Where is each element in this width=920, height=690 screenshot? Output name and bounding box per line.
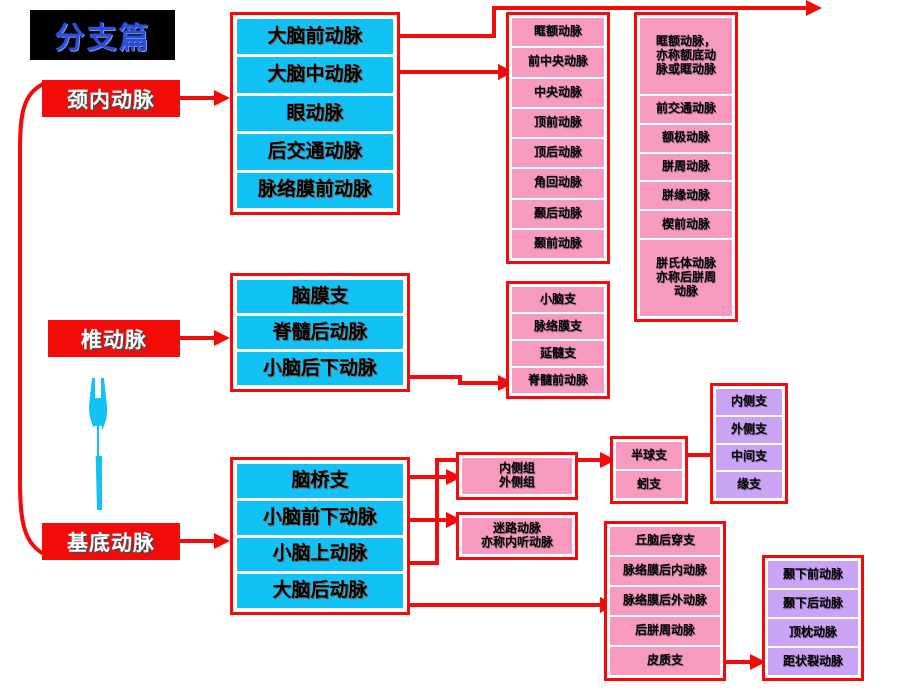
- branch-box[interactable]: 顶枕动脉: [768, 619, 858, 646]
- branch-box[interactable]: 内侧组 外侧组: [462, 458, 572, 494]
- branch-box[interactable]: 眼动脉: [237, 95, 393, 132]
- branch-box[interactable]: 脊髓后动脉: [237, 316, 403, 349]
- branch-box[interactable]: 小脑支: [512, 287, 604, 312]
- branch-box[interactable]: 大脑前动脉: [237, 19, 393, 55]
- group-middle-cerebral-artery-branches: 眶额动脉 前中央动脉 中央动脉 顶前动脉 顶后动脉 角回动脉 颞后动脉 颞前动脉: [506, 12, 610, 264]
- branch-box[interactable]: 脑桥支: [237, 464, 403, 498]
- branch-box[interactable]: 楔前动脉: [640, 211, 732, 239]
- branch-box[interactable]: 胼缘动脉: [640, 182, 732, 210]
- branch-box[interactable]: 内侧支: [716, 389, 782, 415]
- branch-box[interactable]: 丘脑后穿支: [610, 527, 720, 555]
- branch-box[interactable]: 半球支: [616, 442, 682, 469]
- arrowhead-ba: [214, 533, 230, 549]
- branch-box[interactable]: 外侧支: [716, 416, 782, 443]
- arrowhead-ica: [214, 90, 230, 106]
- branch-box[interactable]: 前中央动脉: [512, 48, 604, 77]
- branch-box[interactable]: 脊髓前动脉: [512, 368, 604, 393]
- branch-box[interactable]: 顶后动脉: [512, 139, 604, 168]
- branch-box[interactable]: 额极动脉: [640, 124, 732, 152]
- group-anterior-cerebral-artery-branches: 眶额动脉， 亦称额底动 脉或眶动脉 前交通动脉 额极动脉 胼周动脉 胼缘动脉 楔…: [634, 12, 738, 322]
- trunk-label: 颈内动脉: [67, 87, 155, 112]
- branch-box[interactable]: 距状裂动脉: [768, 648, 858, 675]
- group-pontine-branches: 内侧组 外侧组: [456, 452, 578, 500]
- branch-box[interactable]: 颞前动脉: [512, 229, 604, 258]
- branch-box[interactable]: 颞下后动脉: [768, 590, 858, 617]
- branch-box[interactable]: 胼氏体动脉 亦称后胼周 动脉: [640, 240, 732, 316]
- branch-box[interactable]: 眶额动脉， 亦称额底动 脉或眶动脉: [640, 18, 732, 94]
- trunk-basilar-artery[interactable]: 基底动脉: [42, 523, 180, 560]
- arrowhead-aca: [806, 0, 822, 16]
- branch-box[interactable]: 脑膜支: [237, 280, 403, 313]
- branch-box[interactable]: 蚓支: [616, 471, 682, 498]
- page-title: 分支篇: [54, 21, 151, 56]
- branch-box[interactable]: 迷路动脉 亦称内听动脉: [462, 518, 572, 554]
- left-brace: [18, 80, 48, 558]
- branch-box[interactable]: 皮质支: [610, 647, 720, 675]
- decorative-needle-icon: [89, 378, 108, 510]
- branch-box[interactable]: 后交通动脉: [237, 134, 393, 170]
- group-posterior-cerebral-artery-branches: 丘脑后穿支 脉络膜后内动脉 脉络膜后外动脉 后胼周动脉 皮质支: [604, 521, 726, 681]
- group-basilar-artery-branches: 脑桥支 小脑前下动脉 小脑上动脉 大脑后动脉: [230, 457, 410, 615]
- branch-box[interactable]: 胼周动脉: [640, 153, 732, 181]
- branch-box[interactable]: 脉络膜支: [512, 314, 604, 339]
- branch-box[interactable]: 脉络膜前动脉: [237, 172, 393, 209]
- branch-box[interactable]: 延髓支: [512, 341, 604, 366]
- branch-box[interactable]: 大脑后动脉: [237, 574, 403, 608]
- group-posterior-cerebral-cortical-branches: 颞下前动脉 颞下后动脉 顶枕动脉 距状裂动脉: [762, 555, 864, 681]
- title-banner: 分支篇: [30, 10, 175, 60]
- branch-box[interactable]: 小脑前下动脉: [237, 500, 403, 535]
- branch-box[interactable]: 小脑后下动脉: [237, 352, 403, 385]
- branch-box[interactable]: 脉络膜后外动脉: [610, 587, 720, 615]
- trunk-label: 椎动脉: [81, 327, 147, 352]
- trunk-internal-carotid-artery[interactable]: 颈内动脉: [42, 80, 180, 117]
- branch-box[interactable]: 后胼周动脉: [610, 617, 720, 645]
- branch-box[interactable]: 顶前动脉: [512, 108, 604, 137]
- trunk-vertebral-artery[interactable]: 椎动脉: [48, 320, 180, 357]
- group-superior-cerebellar-artery-branches: 半球支 蚓支: [610, 436, 688, 504]
- branch-box[interactable]: 缘支: [716, 472, 782, 498]
- branch-box[interactable]: 脉络膜后内动脉: [610, 557, 720, 585]
- branch-box[interactable]: 颞下前动脉: [768, 561, 858, 588]
- group-superior-cerebellar-sub-branches: 内侧支 外侧支 中间支 缘支: [710, 383, 788, 504]
- branch-box[interactable]: 中央动脉: [512, 78, 604, 107]
- trunk-label: 基底动脉: [67, 530, 155, 555]
- group-vertebral-artery-branches: 脑膜支 脊髓后动脉 小脑后下动脉: [230, 273, 410, 392]
- branch-box[interactable]: 中间支: [716, 444, 782, 471]
- group-pica-branches: 小脑支 脉络膜支 延髓支 脊髓前动脉: [506, 281, 610, 399]
- branch-box[interactable]: 眶额动脉: [512, 18, 604, 47]
- wire-pica: [410, 375, 498, 385]
- group-aica-branches: 迷路动脉 亦称内听动脉: [456, 512, 578, 560]
- branch-box[interactable]: 角回动脉: [512, 169, 604, 198]
- branch-box[interactable]: 颞后动脉: [512, 199, 604, 228]
- branch-box[interactable]: 前交通动脉: [640, 95, 732, 123]
- branch-box[interactable]: 小脑上动脉: [237, 537, 403, 572]
- arrowhead-va: [214, 330, 230, 346]
- branch-box[interactable]: 大脑中动脉: [237, 57, 393, 93]
- group-internal-carotid-branches: 大脑前动脉 大脑中动脉 眼动脉 后交通动脉 脉络膜前动脉: [230, 12, 400, 215]
